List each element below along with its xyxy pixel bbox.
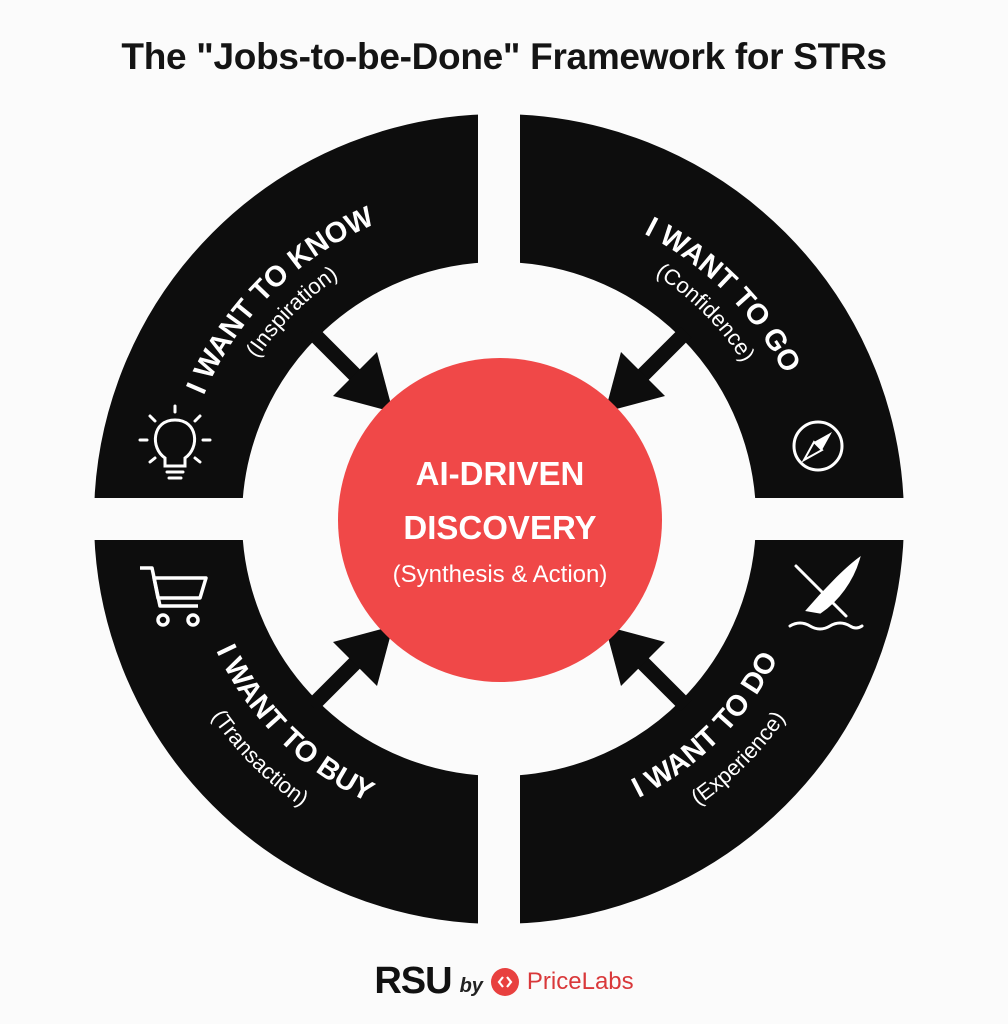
arrow-go — [605, 326, 692, 412]
center-subtitle: (Synthesis & Action) — [393, 561, 608, 588]
by-text: by — [459, 975, 483, 997]
shopping-cart-icon — [140, 566, 208, 627]
diagram-title: The "Jobs-to-be-Done" Framework for STRs — [121, 36, 887, 77]
rsu-logo: RSU — [374, 960, 452, 1002]
pricelabs-name: PriceLabs — [526, 967, 634, 995]
ring — [80, 100, 930, 940]
arrow-know — [306, 326, 393, 412]
compass-icon — [792, 420, 844, 472]
footer: RSU by PriceLabs — [0, 960, 1008, 1003]
arrows — [306, 326, 692, 712]
center-circle: AI-DRIVEN DISCOVERY (Synthesis & Action) — [338, 358, 662, 682]
pricelabs-logo-icon — [490, 967, 519, 996]
center-line2: DISCOVERY — [403, 509, 596, 546]
lightbulb-icon — [138, 404, 212, 480]
center-line1: AI-DRIVEN — [416, 455, 585, 492]
arrow-buy — [306, 626, 393, 712]
kayak-icon — [788, 555, 864, 631]
arrow-do — [605, 626, 692, 712]
